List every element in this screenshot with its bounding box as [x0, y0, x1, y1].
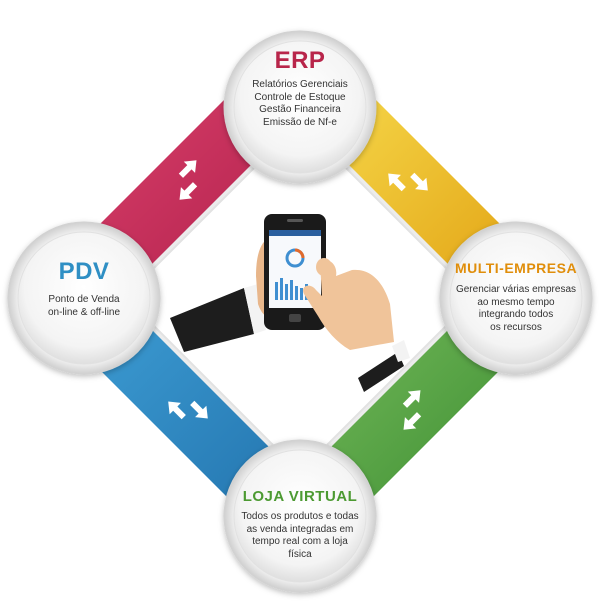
node-erp-line: Gestão Financeira: [259, 104, 341, 115]
node-multi-empresa-title: MULTI-EMPRESA: [454, 260, 578, 276]
node-pdv-line: Ponto de Venda: [48, 294, 120, 305]
bidirectional-arrows-icon: [168, 400, 208, 420]
node-erp-title: ERP: [274, 47, 326, 74]
node-pdv: PDV Ponto de Venda on-line & off-line: [14, 228, 154, 368]
right-sleeve: [358, 352, 404, 392]
node-multi-empresa: MULTI-EMPRESA Gerenciar várias empresas …: [446, 228, 586, 368]
node-multi-empresa-line: integrando todos: [478, 309, 554, 320]
node-erp-line: Relatórios Gerenciais: [252, 79, 348, 90]
node-circle-loja-virtual: [233, 449, 367, 583]
node-pdv-line: on-line & off-line: [47, 306, 121, 318]
node-loja-virtual-line: tempo real com a loja: [252, 536, 348, 547]
node-erp-description: Relatórios Gerenciais Controle de Estoqu…: [230, 79, 370, 129]
node-erp: ERP Relatórios Gerenciais Controle de Es…: [230, 37, 370, 177]
node-pdv-title: PDV: [58, 258, 110, 285]
node-multi-empresa-description: Gerenciar várias empresas ao mesmo tempo…: [446, 284, 586, 334]
bidirectional-arrows-icon: [178, 160, 198, 200]
node-circle-pdv: [17, 231, 151, 365]
band-bottom-right: [322, 316, 508, 502]
node-erp-line: Controle de Estoque: [254, 91, 346, 103]
node-circle-multi-empresa: [449, 231, 583, 365]
node-erp-line: Emissão de Nf-e: [263, 116, 337, 128]
node-multi-empresa-line: ao mesmo tempo: [477, 296, 555, 308]
node-loja-virtual: LOJA VIRTUAL Todos os produtos e todas a…: [230, 446, 370, 586]
node-loja-virtual-description: Todos os produtos e todas as venda integ…: [230, 511, 370, 561]
band-bottom-left: [92, 316, 278, 502]
node-circle-erp: [233, 40, 367, 174]
node-loja-virtual-title: LOJA VIRTUAL: [242, 488, 358, 505]
smartphone-illustration: [170, 214, 410, 392]
node-multi-empresa-line: Gerenciar várias empresas: [455, 284, 577, 295]
node-pdv-description: Ponto de Venda on-line & off-line: [14, 294, 154, 319]
node-loja-virtual-line: física: [288, 548, 312, 560]
node-multi-empresa-line: os recursos: [490, 321, 542, 333]
left-sleeve: [170, 288, 254, 352]
node-loja-virtual-line: Todos os produtos e todas: [241, 511, 359, 522]
bidirectional-arrows-icon: [388, 172, 428, 192]
bidirectional-arrows-icon: [402, 390, 422, 430]
node-loja-virtual-line: as venda integradas em: [246, 523, 354, 535]
